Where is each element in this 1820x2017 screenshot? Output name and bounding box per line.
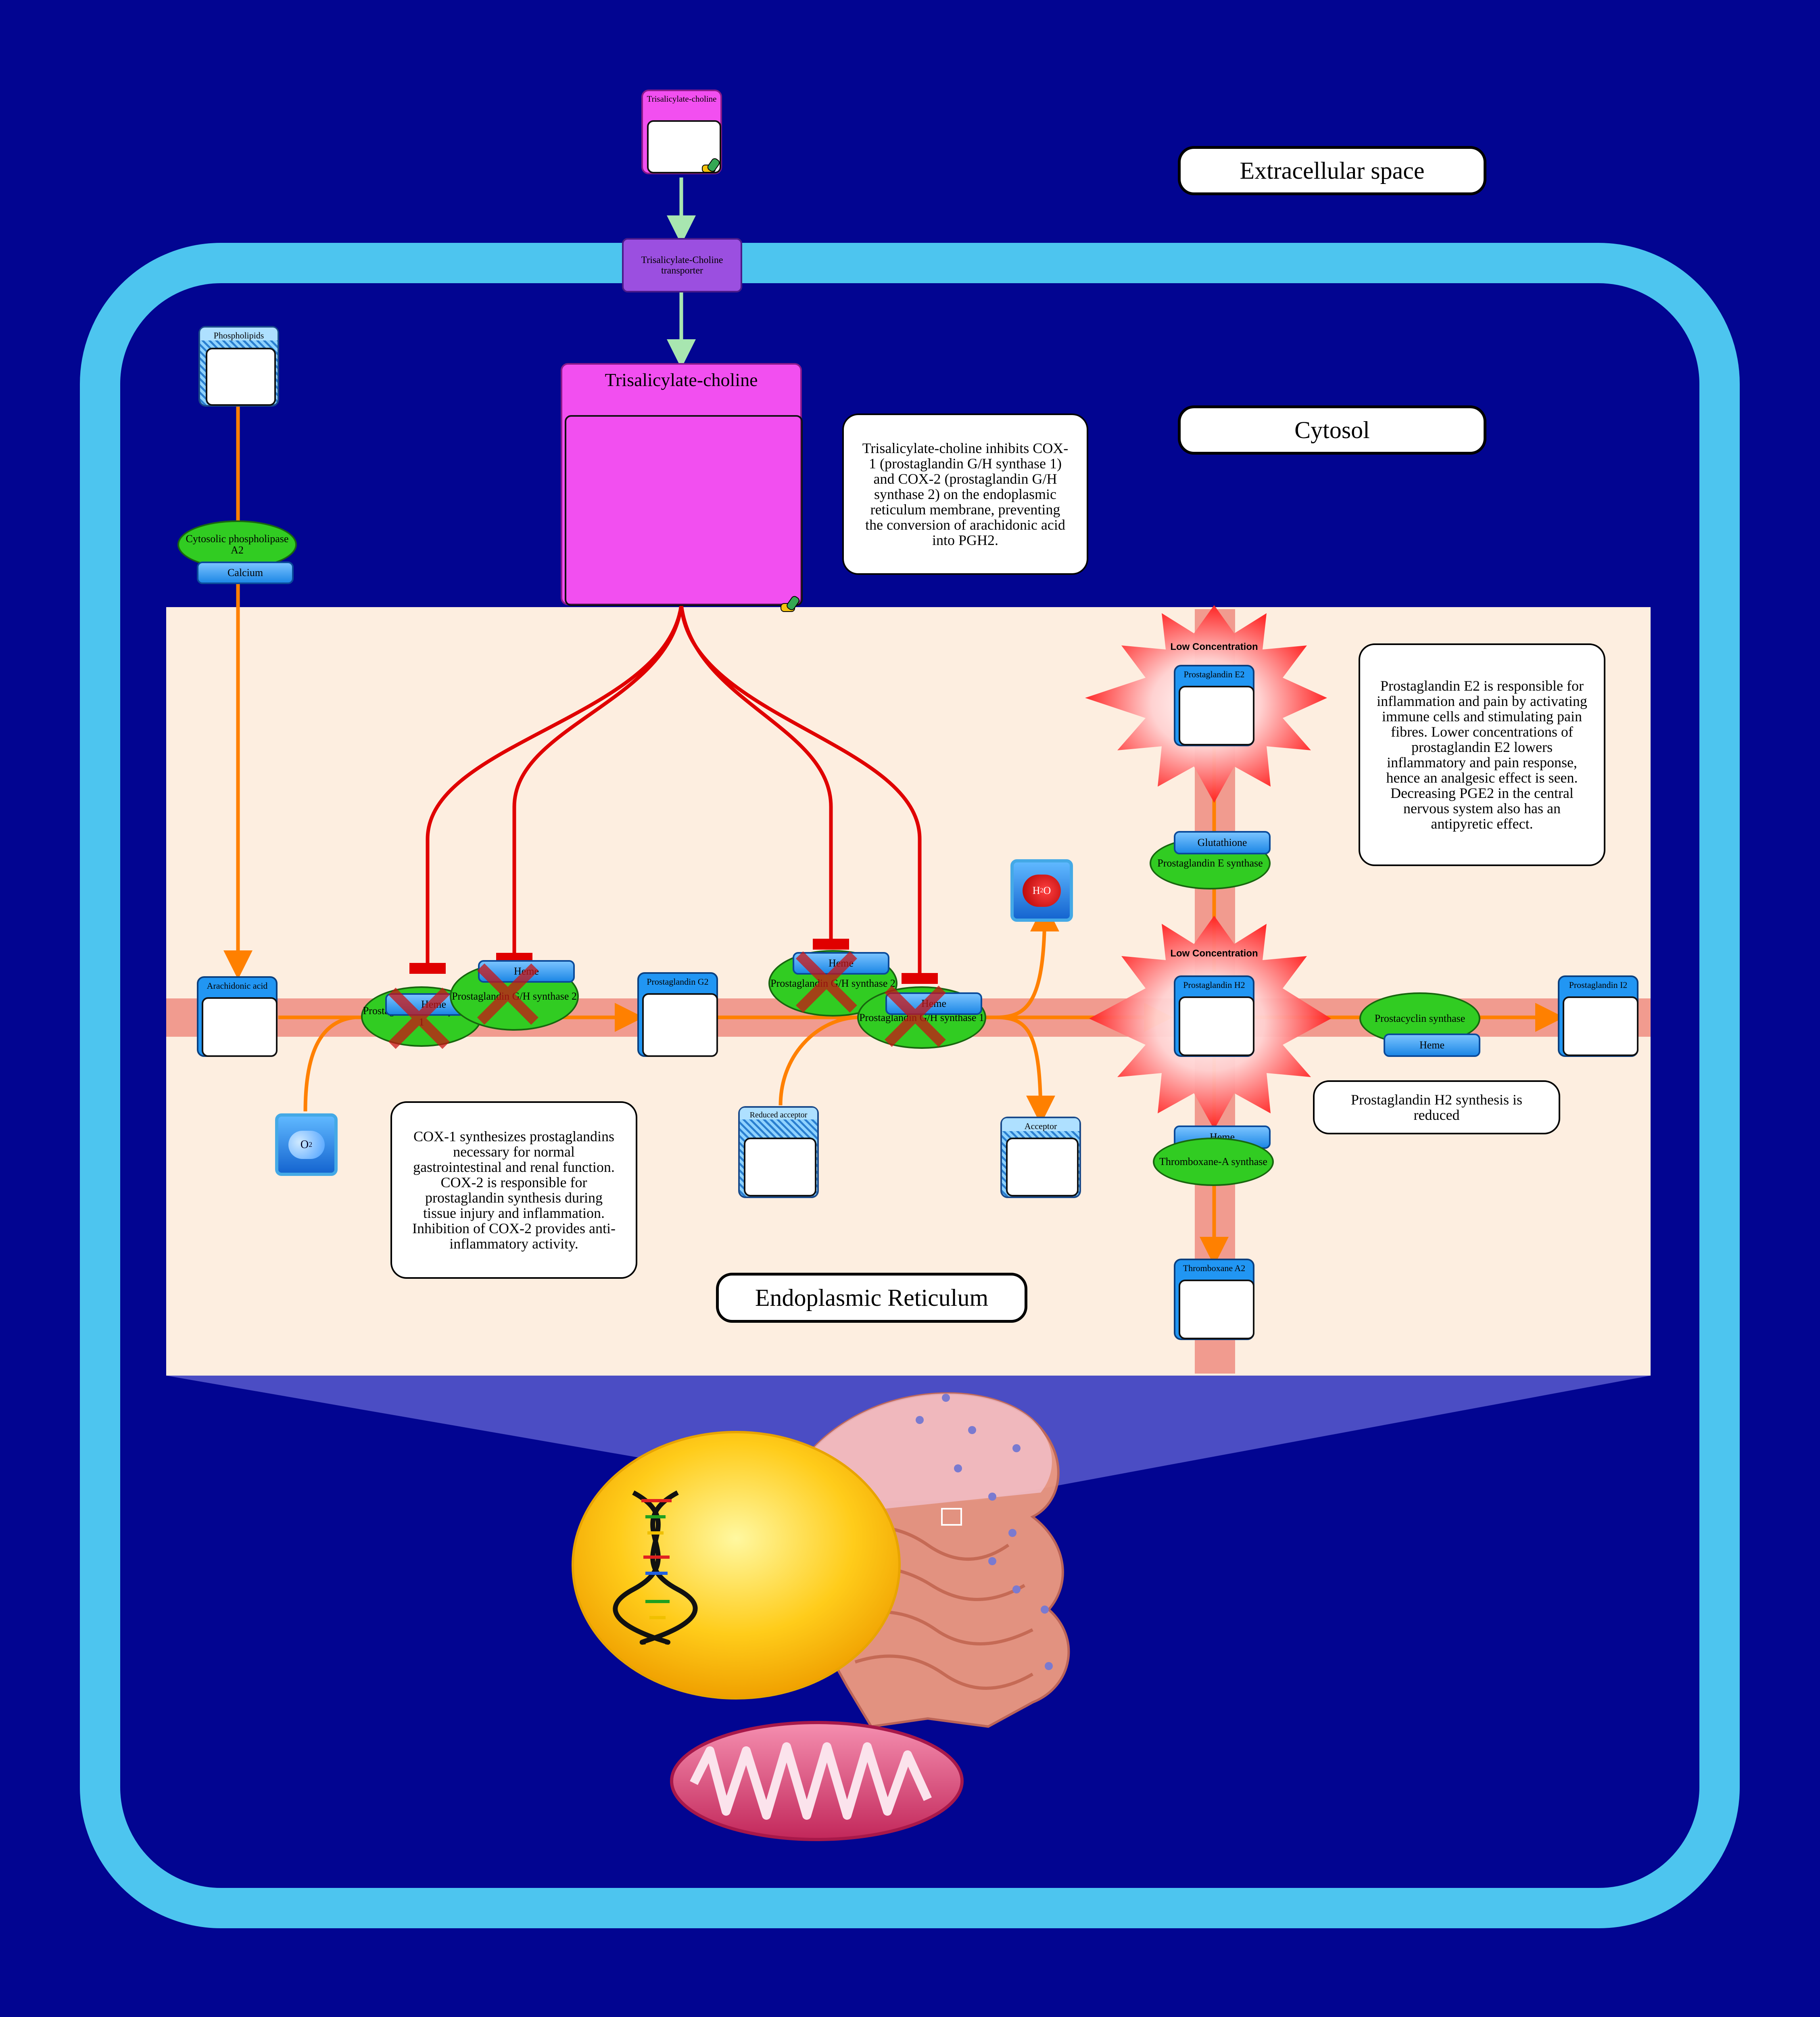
arachidonic-acid-node[interactable]: Arachidonic acid (197, 976, 278, 1057)
drug-badge-icon-outside (702, 157, 721, 177)
water-subscript: 2 (1040, 887, 1044, 894)
cell-membrane (80, 243, 1740, 1928)
dna-icon (613, 1490, 698, 1645)
thromboxane-a2-node[interactable]: Thromboxane A2 (1174, 1259, 1254, 1340)
phospholipids-name: Phospholipids (200, 328, 278, 340)
reduced-acceptor-structure (744, 1138, 816, 1196)
prostaglandin-h2-structure (1179, 996, 1254, 1056)
pge2-role-note: Prostaglandin E2 is responsible for infl… (1359, 643, 1605, 866)
heme-cofactor-cox2-first[interactable]: Heme (478, 960, 575, 983)
thromboxane-a2-name: Thromboxane A2 (1183, 1263, 1246, 1273)
water-h-symbol: H (1032, 884, 1040, 896)
thromboxane-a-synthase[interactable]: Thromboxane-A synthase (1153, 1138, 1274, 1186)
calcium-cofactor[interactable]: Calcium (197, 562, 294, 584)
drug-inside-node[interactable]: Trisalicylate-choline (561, 363, 803, 606)
pgh2-reduced-note: Prostaglandin H2 synthesis is reduced (1313, 1080, 1560, 1134)
drug-badge-icon-inside (781, 594, 801, 616)
drug-inside-structure (565, 415, 803, 606)
cytosol-label: Cytosol (1178, 405, 1486, 455)
acceptor-node[interactable]: Acceptor (1000, 1117, 1081, 1198)
prostaglandin-e2-structure (1179, 686, 1254, 745)
heme-cofactor-prostacyclin-synthase[interactable]: Heme (1384, 1034, 1480, 1057)
heme-cofactor-cox2-second[interactable]: Heme (793, 952, 889, 975)
thromboxane-a2-structure (1179, 1280, 1254, 1339)
prostaglandin-i2-structure (1563, 996, 1638, 1056)
glutathione-cofactor[interactable]: Glutathione (1174, 831, 1271, 854)
prostaglandin-e2-name: Prostaglandin E2 (1183, 669, 1245, 679)
phospholipids-node[interactable]: Phospholipids (198, 326, 279, 407)
inhibition-cross-icon: ✕ (464, 935, 552, 1057)
reduced-acceptor-node[interactable]: Reduced acceptor (738, 1106, 819, 1198)
trisalicylate-choline-transporter[interactable]: Trisalicylate-Choline transporter (622, 238, 742, 292)
drug-action-note: Trisalicylate-choline inhibits COX-1 (pr… (842, 413, 1088, 575)
arachidonic-acid-name: Arachidonic acid (207, 981, 268, 991)
prostaglandin-g2-structure (642, 993, 718, 1057)
drug-outside-name: Trisalicylate-choline (647, 94, 717, 104)
prostaglandin-i2-name: Prostaglandin I2 (1569, 980, 1628, 990)
cox-role-note: COX-1 synthesizes prostaglandins necessa… (390, 1101, 637, 1279)
phospholipids-structure (206, 348, 276, 406)
arachidonic-acid-structure (202, 997, 278, 1057)
heme-cofactor-cox1-second[interactable]: Heme (885, 992, 982, 1015)
inhibition-lines (409, 605, 938, 984)
water-o-symbol: O (1043, 884, 1051, 896)
low-concentration-label-pge2: Low Concentration (1170, 641, 1258, 652)
inhibition-cross-icon: ✕ (783, 923, 870, 1045)
mitochondrion (670, 1721, 964, 1841)
prostaglandin-e2-node[interactable]: Prostaglandin E2 (1174, 665, 1254, 746)
drug-inside-name: Trisalicylate-choline (605, 370, 758, 390)
prostaglandin-h2-node[interactable]: Prostaglandin H2 (1174, 975, 1254, 1057)
low-concentration-label-pgh2: Low Concentration (1170, 948, 1258, 959)
prostaglandin-i2-node[interactable]: Prostaglandin I2 (1558, 975, 1638, 1057)
inhibition-cross-icon: ✕ (375, 960, 463, 1082)
oxygen-subscript: 2 (309, 1140, 313, 1148)
endoplasmic-reticulum-label: Endoplasmic Reticulum (716, 1273, 1027, 1323)
extracellular-space-label: Extracellular space (1178, 146, 1486, 195)
prostaglandin-g2-node[interactable]: Prostaglandin G2 (637, 972, 718, 1057)
acceptor-name: Acceptor (1002, 1118, 1079, 1131)
nucleus (572, 1431, 901, 1700)
prostaglandin-g2-name: Prostaglandin G2 (647, 977, 709, 987)
prostaglandin-h2-name: Prostaglandin H2 (1183, 980, 1245, 990)
acceptor-structure (1006, 1138, 1079, 1196)
inhibition-cross-icon: ✕ (871, 958, 959, 1079)
reduced-acceptor-name: Reduced acceptor (740, 1108, 817, 1119)
oxygen-symbol: O (300, 1138, 309, 1151)
